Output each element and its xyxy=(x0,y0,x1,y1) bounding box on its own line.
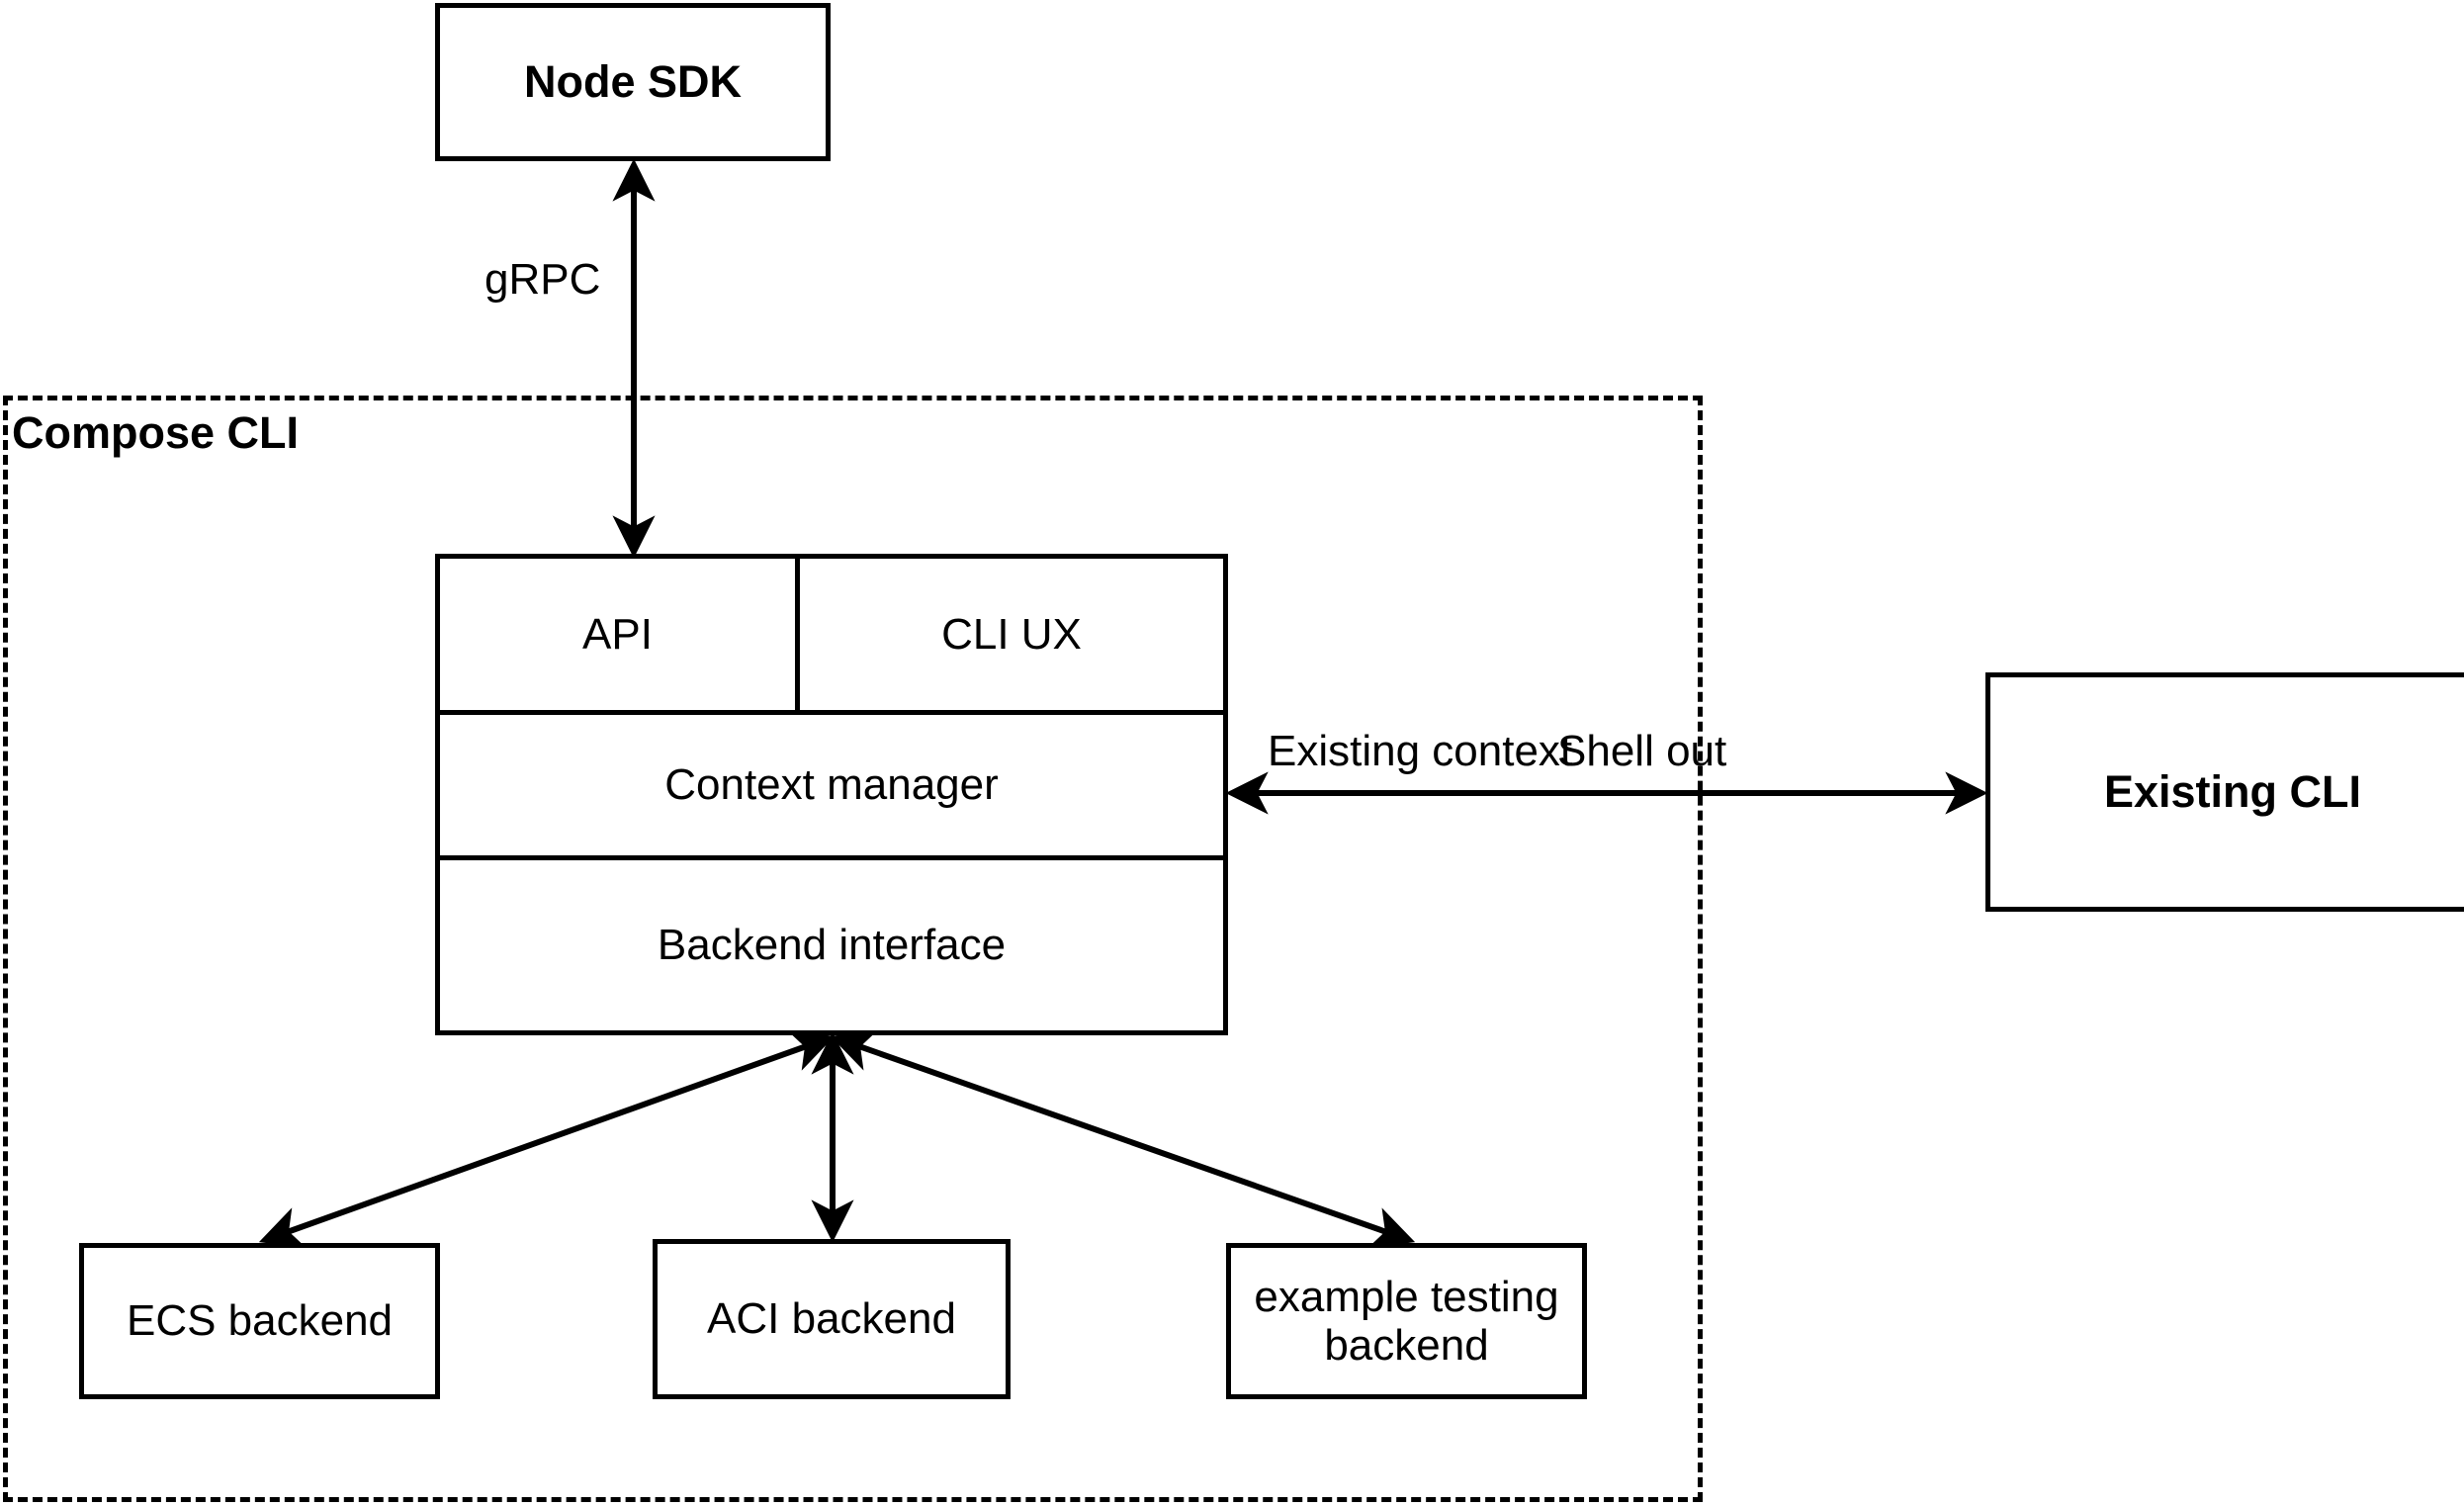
api-label: API xyxy=(582,609,653,659)
core-cell-context-manager[interactable]: Context manager xyxy=(440,715,1223,860)
example-testing-backend-label: example testing backend xyxy=(1231,1273,1582,1371)
example-testing-backend-label-line2: backend xyxy=(1324,1321,1489,1370)
existing-cli-box[interactable]: Existing CLI xyxy=(1985,672,2464,912)
compose-cli-group-boundary xyxy=(3,396,1703,1502)
ecs-backend-label: ECS backend xyxy=(126,1296,394,1346)
ecs-backend-box[interactable]: ECS backend xyxy=(79,1243,440,1399)
core-cell-cli-ux[interactable]: CLI UX xyxy=(800,559,1223,710)
edge-label-grpc: gRPC xyxy=(484,255,601,304)
core-cell-backend-interface[interactable]: Backend interface xyxy=(440,860,1223,1030)
example-testing-backend-label-line1: example testing xyxy=(1254,1272,1559,1321)
edge-label-existing-context: Existing context xyxy=(1268,727,1573,775)
example-testing-backend-box[interactable]: example testing backend xyxy=(1226,1243,1587,1399)
backend-interface-label: Backend interface xyxy=(657,921,1007,969)
existing-cli-label: Existing CLI xyxy=(2103,765,2362,817)
aci-backend-box[interactable]: ACI backend xyxy=(653,1239,1011,1399)
node-sdk-box[interactable]: Node SDK xyxy=(435,3,831,161)
compose-cli-group-label: Compose CLI xyxy=(12,407,300,458)
cli-ux-label: CLI UX xyxy=(941,609,1082,659)
node-sdk-label: Node SDK xyxy=(523,55,742,107)
core-cell-api[interactable]: API xyxy=(440,559,800,710)
compose-cli-core-stack: API CLI UX Context manager Backend inter… xyxy=(435,554,1228,1035)
context-manager-label: Context manager xyxy=(664,760,999,809)
aci-backend-label: ACI backend xyxy=(707,1294,956,1344)
edge-label-shell-out: Shell out xyxy=(1557,727,1727,775)
core-row-api-cliux: API CLI UX xyxy=(440,559,1223,715)
